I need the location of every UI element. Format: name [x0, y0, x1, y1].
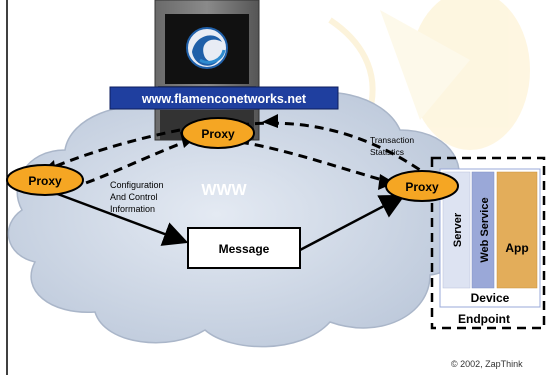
device-label: Device: [471, 291, 510, 305]
proxy-left: Proxy: [6, 164, 84, 196]
arrowhead-top-right: [262, 114, 278, 128]
transaction-line-2: Statistics: [370, 147, 404, 157]
link-top-to-right-lower: [239, 140, 391, 184]
arrow-left-to-message: [54, 191, 189, 246]
config-line-1: Configuration: [110, 180, 164, 190]
app-column: [496, 171, 538, 289]
config-annotation: Configuration And Control Information: [110, 180, 164, 214]
link-left-to-top-lower: [71, 138, 191, 190]
server-url: www.flamenconetworks.net: [141, 92, 307, 106]
proxy-right-label: Proxy: [405, 180, 439, 194]
server-label: Server: [452, 212, 464, 247]
proxy-left-label: Proxy: [28, 174, 62, 188]
link-top-to-right-upper: [239, 121, 421, 172]
copyright-text: © 2002, ZapThink: [451, 359, 523, 369]
config-line-3: Information: [110, 204, 155, 214]
dashed-links: [41, 121, 421, 190]
web-service-label: Web Service: [479, 197, 491, 262]
web-service-column: [471, 171, 495, 289]
background-watermark: [328, 0, 530, 150]
message-label: Message: [219, 242, 270, 256]
www-label: WWW: [201, 182, 247, 199]
app-label: App: [505, 241, 528, 255]
link-top-to-left-upper: [41, 128, 181, 174]
config-line-2: And Control: [110, 192, 158, 202]
flamenco-swirl-logo: [186, 27, 228, 69]
proxy-top-label: Proxy: [201, 127, 235, 141]
transaction-annotation: Transaction Statistics: [370, 135, 414, 157]
proxy-top: Proxy: [181, 117, 255, 149]
endpoint-label: Endpoint: [458, 312, 510, 326]
arrow-message-to-right: [299, 194, 406, 252]
endpoint-box: Server Web Service App Device Endpoint: [430, 156, 546, 330]
message-flow: [54, 191, 406, 252]
url-banner: www.flamenconetworks.net: [109, 86, 339, 110]
transaction-line-1: Transaction: [370, 135, 414, 145]
proxy-right: Proxy: [385, 170, 459, 202]
message-node: Message: [187, 227, 301, 269]
